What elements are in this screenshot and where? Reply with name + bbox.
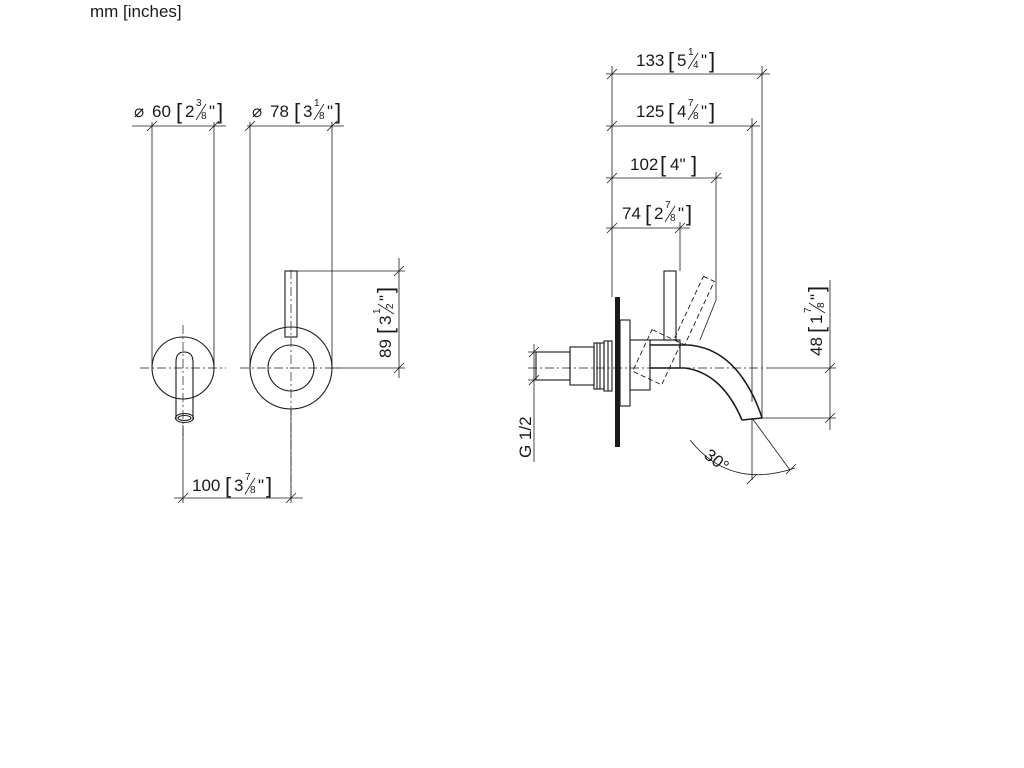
lever-handle — [284, 270, 298, 338]
svg-text:4: 4 — [677, 102, 686, 121]
svg-text:]: ] — [217, 99, 223, 124]
dim-133-mm: 133 — [636, 51, 664, 70]
svg-text:[: [ — [373, 328, 398, 334]
dim-lever-89: 89 [ 3 1 2 " ] — [297, 258, 405, 378]
dim-78-mm: 78 — [270, 102, 289, 121]
svg-text:[: [ — [294, 99, 300, 124]
side-view — [528, 270, 770, 447]
dim-projection-102: 102 [ 4" ] — [606, 152, 722, 341]
svg-text:7: 7 — [245, 472, 251, 483]
dim-100-mm: 100 — [192, 476, 220, 495]
svg-text:8: 8 — [319, 111, 325, 122]
svg-text:3: 3 — [196, 98, 202, 109]
angle-label: 30° — [701, 445, 733, 476]
svg-text:]: ] — [266, 473, 272, 498]
dim-diameter-60: ⌀ 60 [ 2 3 8 " ] — [132, 98, 226, 368]
dim-48-mm: 48 — [807, 337, 826, 356]
svg-text:]: ] — [335, 99, 341, 124]
dim-spout-drop-48: 48 [ 1 7 8 " ] — [762, 280, 836, 430]
dim-125-mm: 125 — [636, 102, 664, 121]
svg-text:]: ] — [373, 287, 398, 293]
svg-text:1: 1 — [807, 315, 826, 324]
svg-text:4": 4" — [670, 155, 686, 174]
svg-text:5: 5 — [677, 51, 686, 70]
wall-plate — [615, 297, 620, 447]
svg-text:2: 2 — [654, 204, 663, 223]
angle-arc — [689, 439, 796, 476]
svg-text:3: 3 — [303, 102, 312, 121]
svg-text:": " — [258, 476, 264, 495]
thread-label: G 1/2 — [516, 416, 535, 458]
svg-text:2: 2 — [385, 303, 396, 309]
svg-text:": " — [701, 51, 707, 70]
svg-text:]: ] — [709, 48, 715, 73]
svg-text:[: [ — [176, 99, 182, 124]
dim-spacing-100: 100 [ 3 7 8 " ] — [174, 410, 303, 504]
spout-side-top — [650, 344, 763, 419]
svg-text:[: [ — [225, 473, 231, 498]
diameter-symbol: ⌀ — [134, 102, 144, 121]
svg-text:1: 1 — [372, 308, 383, 314]
dim-projection-133: 133 [ 5 1 4 " ] — [606, 47, 770, 418]
dim-diameter-78: ⌀ 78 [ 3 1 8 " ] — [244, 98, 344, 368]
svg-text:]: ] — [686, 201, 692, 226]
dim-projection-125: 125 [ 4 7 8 " ] — [606, 98, 760, 402]
units-note: mm [inches] — [90, 2, 182, 21]
svg-text:8: 8 — [693, 111, 699, 122]
svg-text:": " — [701, 102, 707, 121]
diameter-symbol: ⌀ — [252, 102, 262, 121]
dim-89-mm: 89 — [376, 339, 395, 358]
svg-text:3: 3 — [234, 476, 243, 495]
svg-text:7: 7 — [665, 200, 671, 211]
svg-text:[: [ — [668, 99, 674, 124]
svg-text:3: 3 — [376, 316, 395, 325]
dim-60-mm: 60 — [152, 102, 171, 121]
svg-text:7: 7 — [803, 307, 814, 313]
dim-projection-74: 74 [ 2 7 8 " ] — [606, 200, 692, 271]
svg-text:7: 7 — [688, 98, 694, 109]
dim-thread-g12: G 1/2 — [516, 344, 570, 462]
svg-text:[: [ — [645, 201, 651, 226]
dim-102-mm: 102 — [630, 155, 658, 174]
svg-text:8: 8 — [670, 213, 676, 224]
svg-text:[: [ — [668, 48, 674, 73]
svg-text:8: 8 — [201, 111, 207, 122]
svg-text:": " — [327, 102, 333, 121]
svg-text:": " — [807, 294, 826, 300]
svg-text:]: ] — [804, 286, 829, 292]
svg-text:1: 1 — [688, 47, 694, 58]
lever-handle-side — [663, 270, 677, 341]
svg-text:[: [ — [804, 327, 829, 333]
svg-text:8: 8 — [816, 302, 827, 308]
svg-text:": " — [209, 102, 215, 121]
svg-text:[: [ — [660, 152, 666, 177]
spout-front — [175, 351, 194, 420]
front-view-spout — [140, 325, 226, 440]
svg-text:": " — [376, 295, 395, 301]
dim-angle-30: 30° — [689, 417, 797, 485]
svg-text:]: ] — [709, 99, 715, 124]
svg-text:2: 2 — [185, 102, 194, 121]
svg-text:]: ] — [691, 152, 697, 177]
dim-74-mm: 74 — [622, 204, 641, 223]
svg-text:8: 8 — [250, 485, 256, 496]
svg-text:": " — [678, 204, 684, 223]
svg-text:1: 1 — [314, 98, 320, 109]
svg-text:4: 4 — [693, 60, 699, 71]
